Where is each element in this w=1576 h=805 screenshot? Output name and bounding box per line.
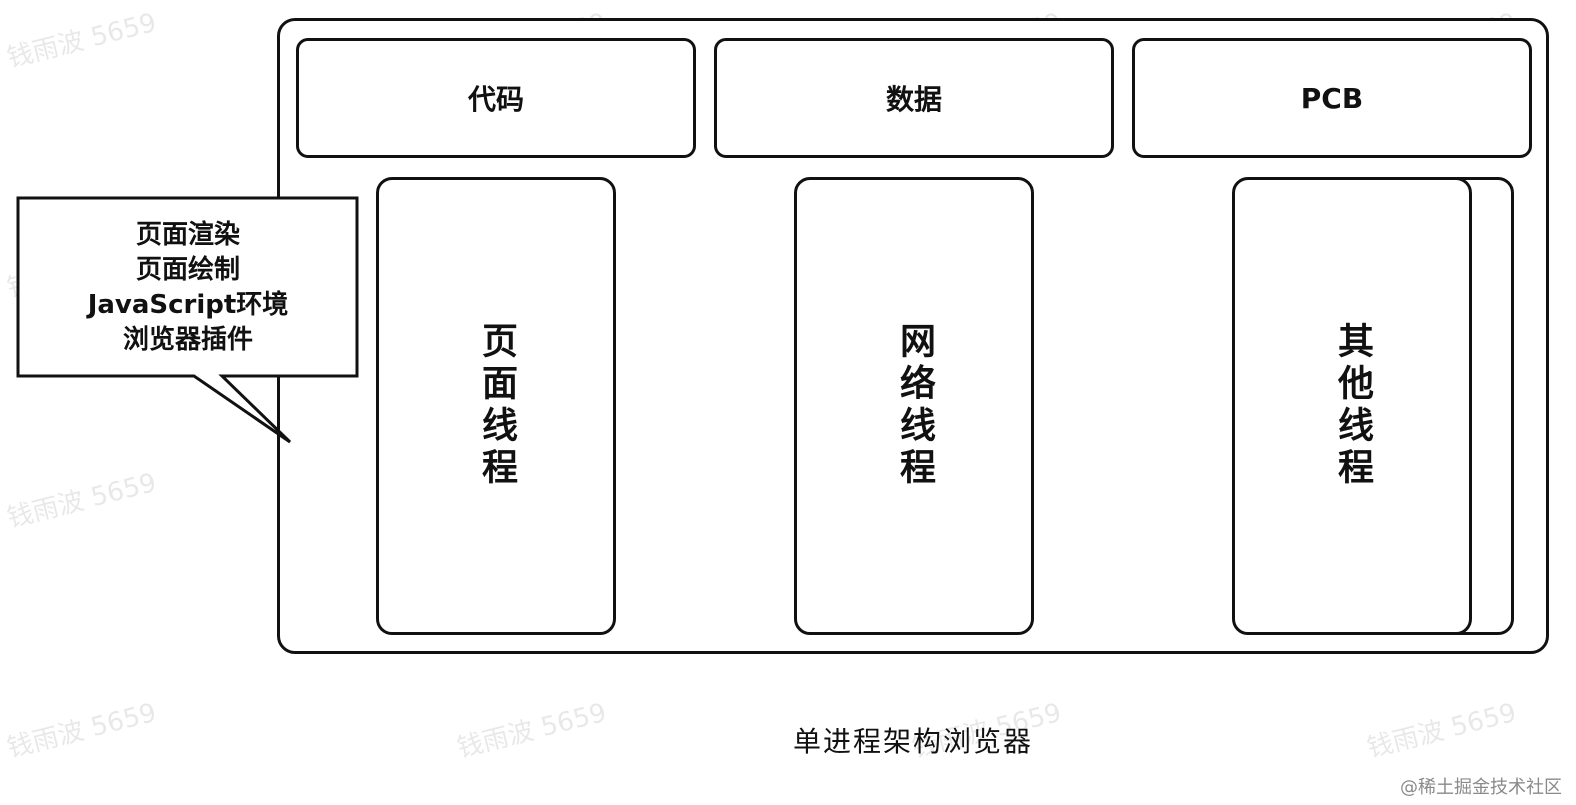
diagram-caption: 单进程架构浏览器 [792,725,1033,758]
watermark: 钱雨波 5659 [4,467,160,534]
callout-line: 浏览器插件 [122,325,253,355]
pcb-section-label: PCB [1300,81,1364,115]
callout-text: 页面渲染 页面绘制 JavaScript环境 浏览器插件 [20,200,356,376]
callout-line: JavaScript环境 [87,290,289,320]
data-section: 数据 [714,38,1114,158]
callout-line: 页面绘制 [135,255,240,285]
pcb-section: PCB [1132,38,1532,158]
other-thread-label: 其他线程 [1332,322,1373,490]
other-thread-box: 其他线程 [1232,177,1472,635]
page-thread-label: 页面线程 [476,322,517,490]
callout-line: 页面渲染 [135,220,240,250]
code-section-label: 代码 [467,83,524,116]
source-credit: @稀土掘金技术社区 [1400,777,1562,798]
code-section: 代码 [296,38,696,158]
network-thread-label: 网络线程 [894,322,935,490]
data-section-label: 数据 [885,83,942,116]
watermark: 钱雨波 5659 [4,7,160,74]
network-thread-box: 网络线程 [794,177,1034,635]
page-thread-box: 页面线程 [376,177,616,635]
